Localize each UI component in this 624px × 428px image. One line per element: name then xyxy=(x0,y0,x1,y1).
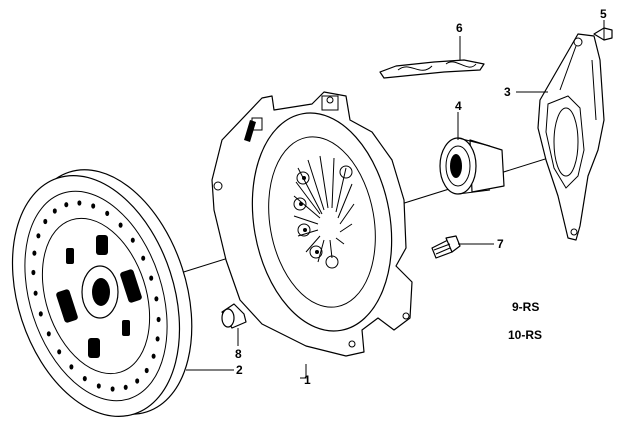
rivet-hole xyxy=(77,200,82,206)
note-10-rs: 10-RS xyxy=(508,328,542,342)
rivet-hole xyxy=(36,233,41,239)
callout-7: 7 xyxy=(497,237,504,251)
disc-rivet-holes xyxy=(31,200,161,392)
diaphragm-spring xyxy=(293,155,355,269)
pressure-plate xyxy=(211,91,413,357)
rivet-hole xyxy=(32,250,37,256)
rivet-hole xyxy=(110,386,115,392)
rivet-hole xyxy=(155,336,160,342)
rivet-hole xyxy=(149,275,154,281)
rivet-hole xyxy=(154,296,159,302)
clutch-disc xyxy=(11,169,193,417)
bushing xyxy=(221,303,247,329)
rivet-hole xyxy=(151,353,156,359)
rivet-hole xyxy=(141,255,146,261)
rivet-hole xyxy=(64,202,69,208)
disc-hub-spline xyxy=(92,278,110,306)
disc-damper-springs xyxy=(56,235,142,358)
rivet-hole xyxy=(105,210,110,216)
callout-3: 3 xyxy=(504,85,511,99)
callout-6: 6 xyxy=(456,21,463,35)
rivet-hole xyxy=(46,331,51,337)
bolt xyxy=(431,235,461,259)
release-lever xyxy=(537,33,605,241)
callout-2: 2 xyxy=(236,363,243,377)
rivet-hole xyxy=(123,384,128,390)
rivet-hole xyxy=(156,316,161,323)
callout-4: 4 xyxy=(455,99,462,113)
rivet-hole xyxy=(91,203,96,209)
callout-8: 8 xyxy=(235,347,242,361)
leader-lines xyxy=(186,20,605,379)
rivet-hole xyxy=(38,311,43,317)
spring-clip xyxy=(379,59,485,79)
pin xyxy=(593,27,613,41)
rivet-hole xyxy=(144,367,149,374)
callout-1: 1 xyxy=(304,373,311,387)
rivet-hole xyxy=(82,376,87,382)
note-9-rs: 9-RS xyxy=(512,300,539,314)
rivet-hole xyxy=(31,269,36,276)
rivet-hole xyxy=(118,222,123,228)
rivet-hole xyxy=(69,364,74,370)
rivet-hole xyxy=(52,208,57,214)
rivet-hole xyxy=(33,290,38,296)
rivet-hole xyxy=(57,349,62,355)
rivet-hole xyxy=(96,383,101,389)
callout-5: 5 xyxy=(600,7,607,21)
rivet-hole xyxy=(135,378,140,384)
rivet-hole xyxy=(130,237,135,243)
rivet-hole xyxy=(43,218,48,225)
release-bearing xyxy=(439,137,505,195)
